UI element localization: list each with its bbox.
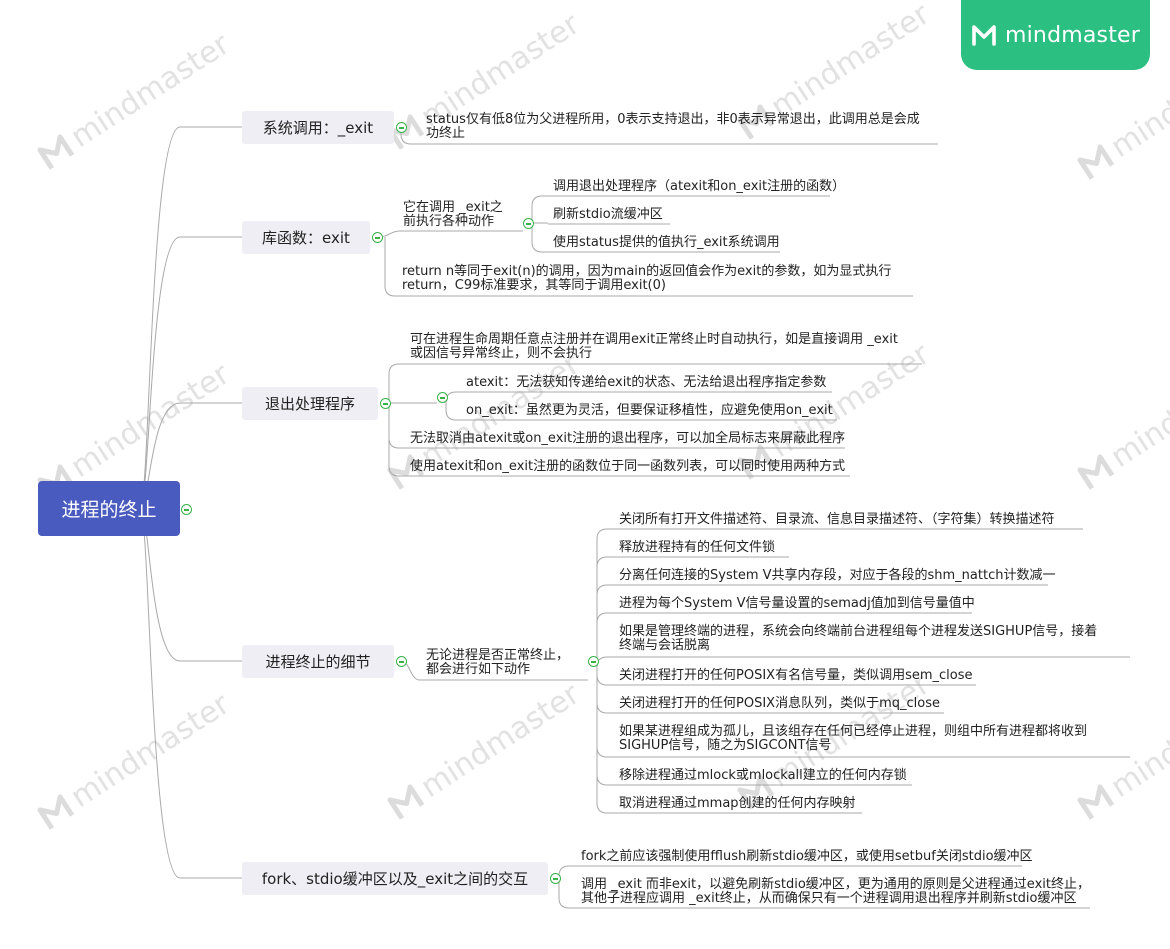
topic-termination-details[interactable]: 进程终止的细节 — [242, 645, 394, 678]
b4-sub-child-2 — [596, 556, 612, 661]
b2-sub-child-1 — [531, 195, 548, 223]
root-topic[interactable]: 进程的终止 — [38, 481, 180, 536]
b4-sub-child-8 — [596, 661, 612, 758]
sub-topic-always-actions[interactable]: 无论进程是否正常终止，都会进行如下动作 — [426, 648, 570, 677]
b4-sub-child-6 — [596, 661, 612, 686]
leaf-release-file-locks[interactable]: 释放进程持有的任何文件锁 — [619, 540, 776, 555]
leaf-close-descriptors[interactable]: 关闭所有打开文件描述符、目录流、信息目录描述符、（字符集）转换描述符 — [619, 512, 1055, 527]
b2-leaf-link — [384, 237, 400, 297]
leaf-exit-status[interactable]: status仅有低8位为父进程所用，0表示支持退出，非0表示异常退出，此调用总是… — [426, 112, 920, 141]
handler-sub-toggle-icon[interactable] — [437, 392, 448, 403]
brand-name: mindmaster — [1004, 22, 1141, 48]
topic-system-call-exit[interactable]: 系统调用：_exit — [242, 111, 394, 144]
b4-sub-child-3 — [596, 584, 612, 661]
b4-sub-child-7 — [596, 661, 612, 714]
b4-sub-child-1 — [596, 528, 612, 661]
sub-topic-before-exit[interactable]: 它在调用 _exit之前执行各种动作 — [403, 200, 503, 229]
b4-sub-child-5 — [596, 656, 612, 668]
leaf-sighup-terminal[interactable]: 如果是管理终端的进程，系统会向终端前台进程组每个进程发送SIGHUP信号，接着终… — [619, 624, 1098, 653]
leaf-atexit[interactable]: atexit：无法获知传递给exit的状态、无法给退出程序指定参数 — [466, 375, 827, 390]
b3-sub-child-2 — [445, 397, 460, 421]
leaf-call-exit-handlers[interactable]: 调用退出处理程序（atexit和on_exit注册的函数） — [553, 179, 846, 194]
leaf-same-function-list[interactable]: 使用atexit和on_exit注册的函数位于同一函数列表，可以同时使用两种方式 — [410, 459, 846, 474]
b5-child-2 — [558, 878, 574, 909]
topic-exit-handlers[interactable]: 退出处理程序 — [242, 387, 378, 420]
mindmaster-logo-icon — [972, 25, 996, 46]
leaf-use-exit-in-child[interactable]: 调用 _exit 而非exit，以避免刷新stdio缓冲区，更为通用的原则是父进… — [581, 877, 1090, 906]
topic-fork-stdio-exit[interactable]: fork、stdio缓冲区以及_exit之间的交互 — [242, 862, 548, 895]
leaf-close-posix-semaphores[interactable]: 关闭进程打开的任何POSIX有名信号量，类似调用sem_close — [619, 668, 973, 683]
b3-child-2 — [388, 403, 404, 449]
branch2-collapse-toggle-icon[interactable] — [372, 232, 383, 243]
root-link-5 — [139, 507, 242, 879]
leaf-on-exit[interactable]: on_exit：虽然更为灵活，但要保证移植性，应避免使用on_exit — [466, 403, 833, 418]
leaf-detach-shm[interactable]: 分离任何连接的System V共享内存段，对应于各段的shm_nattch计数减… — [619, 568, 1056, 583]
b4-sub-child-9 — [596, 661, 612, 786]
branch4-collapse-toggle-icon[interactable] — [396, 656, 407, 667]
leaf-unmap-mmap[interactable]: 取消进程通过mmap创建的任何内存映射 — [619, 796, 856, 811]
leaf-status-exit-syscall[interactable]: 使用status提供的值执行_exit系统调用 — [553, 235, 780, 250]
leaf-semadj[interactable]: 进程为每个System V信号量设置的semadj值加到信号量值中 — [619, 596, 975, 611]
branch1-collapse-toggle-icon[interactable] — [396, 122, 407, 133]
b4-sub-child-10 — [596, 661, 612, 814]
sub-topic-always-actions-toggle-icon[interactable] — [588, 656, 599, 667]
leaf-fflush-before-fork[interactable]: fork之前应该强制使用fflush刷新stdio缓冲区，或使用setbuf关闭… — [581, 849, 1033, 864]
mindmaster-brand-badge[interactable]: mindmaster — [961, 0, 1150, 70]
b4-sub-child-4 — [596, 612, 612, 661]
root-collapse-toggle-icon[interactable] — [181, 504, 192, 515]
leaf-return-n-equals-exit[interactable]: return n等同于exit(n)的调用，因为main的返回值会作为exit的… — [402, 264, 892, 293]
b3-sub-child-1 — [445, 391, 460, 403]
b2-sub-link — [376, 230, 523, 238]
b2-sub-child-3 — [531, 223, 548, 253]
topic-library-exit[interactable]: 库函数：exit — [242, 221, 370, 254]
leaf-close-posix-mq[interactable]: 关闭进程打开的任何POSIX消息队列，类似于mq_close — [619, 696, 940, 711]
branch3-collapse-toggle-icon[interactable] — [380, 398, 391, 409]
b1-link — [400, 127, 415, 145]
leaf-cannot-cancel[interactable]: 无法取消由atexit或on_exit注册的退出程序，可以加全局标志来屏蔽此程序 — [410, 431, 846, 446]
leaf-remove-mlock[interactable]: 移除进程通过mlock或mlockall建立的任何内存锁 — [619, 768, 907, 783]
leaf-register-anytime[interactable]: 可在进程生命周期任意点注册并在调用exit正常终止时自动执行，如是直接调用 _e… — [410, 332, 898, 361]
leaf-flush-stdio[interactable]: 刷新stdio流缓冲区 — [553, 207, 663, 222]
b3-child-1 — [388, 363, 404, 403]
branch5-collapse-toggle-icon[interactable] — [550, 873, 561, 884]
sub-topic-before-exit-toggle-icon[interactable] — [523, 218, 534, 229]
b3-child-3 — [388, 403, 404, 477]
b5-child-1 — [558, 865, 574, 878]
root-link-1 — [139, 126, 242, 509]
